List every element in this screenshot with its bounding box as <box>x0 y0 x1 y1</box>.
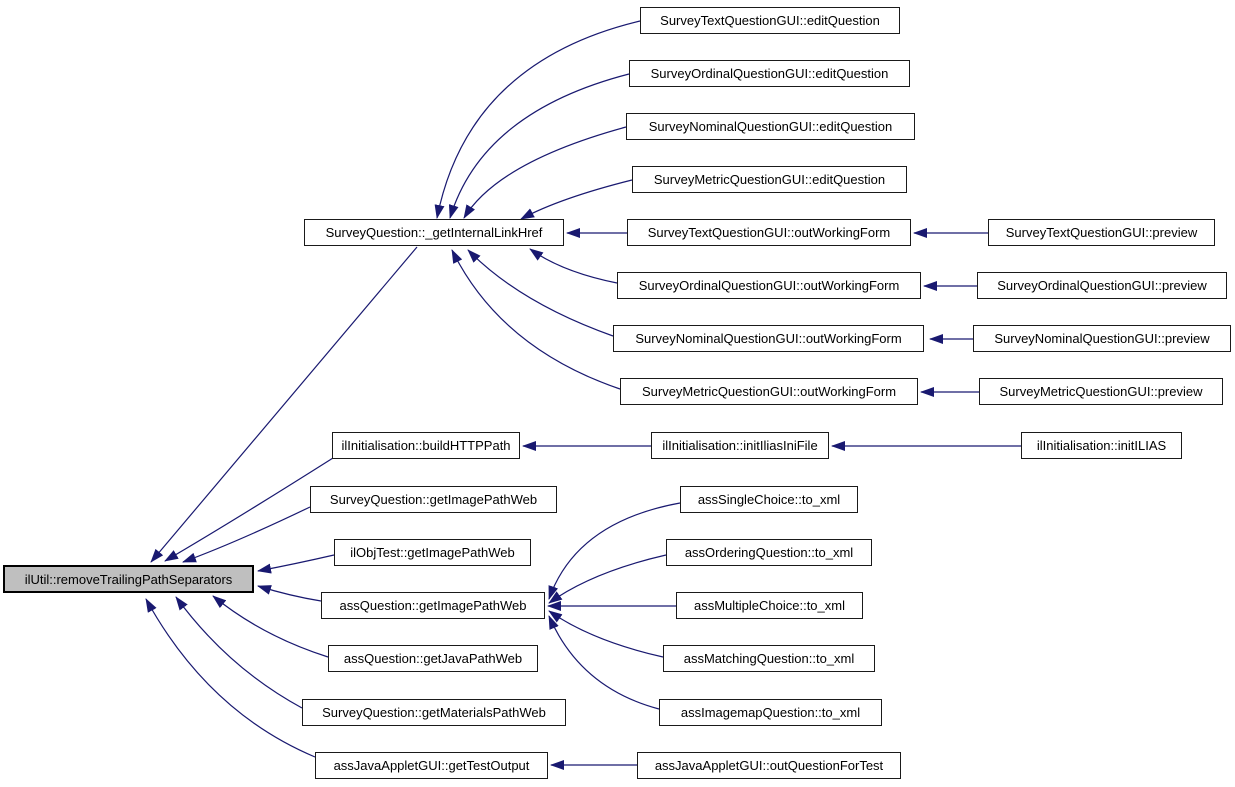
node-label: SurveyTextQuestionGUI::editQuestion <box>660 13 880 28</box>
node-label: SurveyTextQuestionGUI::outWorkingForm <box>647 225 891 240</box>
node-prevOrdinal[interactable]: SurveyOrdinalQuestionGUI::preview <box>977 272 1227 299</box>
edge-editText-to-linkHref <box>434 20 641 219</box>
edge-editMetric-to-linkHref <box>520 179 633 220</box>
node-label: assQuestion::getImagePathWeb <box>339 598 527 613</box>
edge-xmlMatching-to-assQImagePathWeb <box>548 610 664 658</box>
node-prevMetric[interactable]: SurveyMetricQuestionGUI::preview <box>979 378 1223 405</box>
node-label: ilInitialisation::initILIAS <box>1036 438 1167 453</box>
node-getTestOutput[interactable]: assJavaAppletGUI::getTestOutput <box>315 752 548 779</box>
node-outText[interactable]: SurveyTextQuestionGUI::outWorkingForm <box>627 219 911 246</box>
edge-xmlSingle-to-assQImagePathWeb <box>548 502 681 600</box>
node-xmlOrdering[interactable]: assOrderingQuestion::to_xml <box>666 539 872 566</box>
node-editNominal[interactable]: SurveyNominalQuestionGUI::editQuestion <box>626 113 915 140</box>
node-label: SurveyQuestion::_getInternalLinkHref <box>325 225 543 240</box>
node-label: assOrderingQuestion::to_xml <box>684 545 854 560</box>
node-label: SurveyNominalQuestionGUI::preview <box>994 331 1210 346</box>
node-editMetric[interactable]: SurveyMetricQuestionGUI::editQuestion <box>632 166 907 193</box>
node-outNominal[interactable]: SurveyNominalQuestionGUI::outWorkingForm <box>613 325 924 352</box>
node-label: SurveyOrdinalQuestionGUI::editQuestion <box>650 66 889 81</box>
node-label: assJavaAppletGUI::getTestOutput <box>333 758 530 773</box>
node-label: SurveyMetricQuestionGUI::outWorkingForm <box>641 384 897 399</box>
node-outQuestionForTest[interactable]: assJavaAppletGUI::outQuestionForTest <box>637 752 901 779</box>
node-editText[interactable]: SurveyTextQuestionGUI::editQuestion <box>640 7 900 34</box>
node-label: assMatchingQuestion::to_xml <box>683 651 855 666</box>
node-label: assMultipleChoice::to_xml <box>693 598 845 613</box>
node-label: SurveyQuestion::getMaterialsPathWeb <box>322 705 546 720</box>
edge-sqImagePathWeb-to-main <box>182 506 311 563</box>
node-label: SurveyTextQuestionGUI::preview <box>1005 225 1198 240</box>
node-label: ilInitialisation::initIliasIniFile <box>662 438 818 453</box>
node-outMetric[interactable]: SurveyMetricQuestionGUI::outWorkingForm <box>620 378 918 405</box>
node-xmlMultiple[interactable]: assMultipleChoice::to_xml <box>676 592 863 619</box>
node-label: SurveyMetricQuestionGUI::preview <box>999 384 1203 399</box>
node-label: SurveyMetricQuestionGUI::editQuestion <box>653 172 886 187</box>
node-label: assImagemapQuestion::to_xml <box>680 705 861 720</box>
node-label: SurveyNominalQuestionGUI::outWorkingForm <box>635 331 902 346</box>
node-sqMaterialsPathWeb[interactable]: SurveyQuestion::getMaterialsPathWeb <box>302 699 566 726</box>
edge-editOrdinal-to-linkHref <box>448 73 630 219</box>
edge-buildHTTPPath-to-main <box>164 457 334 562</box>
edge-sqMaterialsPathWeb-to-main <box>175 596 303 709</box>
node-initIliasIniFile[interactable]: ilInitialisation::initIliasIniFile <box>651 432 829 459</box>
edge-xmlOrdering-to-assQImagePathWeb <box>548 554 667 604</box>
node-label: assJavaAppletGUI::outQuestionForTest <box>654 758 884 773</box>
node-xmlMatching[interactable]: assMatchingQuestion::to_xml <box>663 645 875 672</box>
node-assQJavaPathWeb[interactable]: assQuestion::getJavaPathWeb <box>328 645 538 672</box>
edge-editNominal-to-linkHref <box>463 126 627 219</box>
node-prevNominal[interactable]: SurveyNominalQuestionGUI::preview <box>973 325 1231 352</box>
node-label: ilUtil::removeTrailingPathSeparators <box>24 571 233 587</box>
node-sqImagePathWeb[interactable]: SurveyQuestion::getImagePathWeb <box>310 486 557 513</box>
node-main: ilUtil::removeTrailingPathSeparators <box>3 565 254 593</box>
edge-assQImagePathWeb-to-main <box>257 585 322 602</box>
edge-linkHref-to-main <box>150 246 418 563</box>
edge-getTestOutput-to-main <box>145 598 316 758</box>
edge-assQJavaPathWeb-to-main <box>212 595 329 658</box>
edge-outOrdinal-to-linkHref <box>529 248 618 284</box>
node-editOrdinal[interactable]: SurveyOrdinalQuestionGUI::editQuestion <box>629 60 910 87</box>
node-linkHref[interactable]: SurveyQuestion::_getInternalLinkHref <box>304 219 564 246</box>
node-xmlSingle[interactable]: assSingleChoice::to_xml <box>680 486 858 513</box>
node-label: assQuestion::getJavaPathWeb <box>343 651 523 666</box>
edge-outNominal-to-linkHref <box>467 249 614 337</box>
edge-outMetric-to-linkHref <box>451 249 621 390</box>
edge-objTestImagePathWeb-to-main <box>257 554 335 574</box>
node-buildHTTPPath[interactable]: ilInitialisation::buildHTTPPath <box>332 432 520 459</box>
node-objTestImagePathWeb[interactable]: ilObjTest::getImagePathWeb <box>334 539 531 566</box>
edge-xmlImagemap-to-assQImagePathWeb <box>548 615 660 710</box>
node-prevText[interactable]: SurveyTextQuestionGUI::preview <box>988 219 1215 246</box>
node-label: SurveyQuestion::getImagePathWeb <box>329 492 538 507</box>
node-label: assSingleChoice::to_xml <box>697 492 841 507</box>
node-initILIAS[interactable]: ilInitialisation::initILIAS <box>1021 432 1182 459</box>
node-outOrdinal[interactable]: SurveyOrdinalQuestionGUI::outWorkingForm <box>617 272 921 299</box>
node-label: SurveyOrdinalQuestionGUI::preview <box>997 278 1207 293</box>
node-label: SurveyOrdinalQuestionGUI::outWorkingForm <box>638 278 900 293</box>
node-assQImagePathWeb[interactable]: assQuestion::getImagePathWeb <box>321 592 545 619</box>
node-label: ilInitialisation::buildHTTPPath <box>341 438 511 453</box>
node-label: SurveyNominalQuestionGUI::editQuestion <box>648 119 893 134</box>
node-label: ilObjTest::getImagePathWeb <box>350 545 515 560</box>
node-xmlImagemap[interactable]: assImagemapQuestion::to_xml <box>659 699 882 726</box>
